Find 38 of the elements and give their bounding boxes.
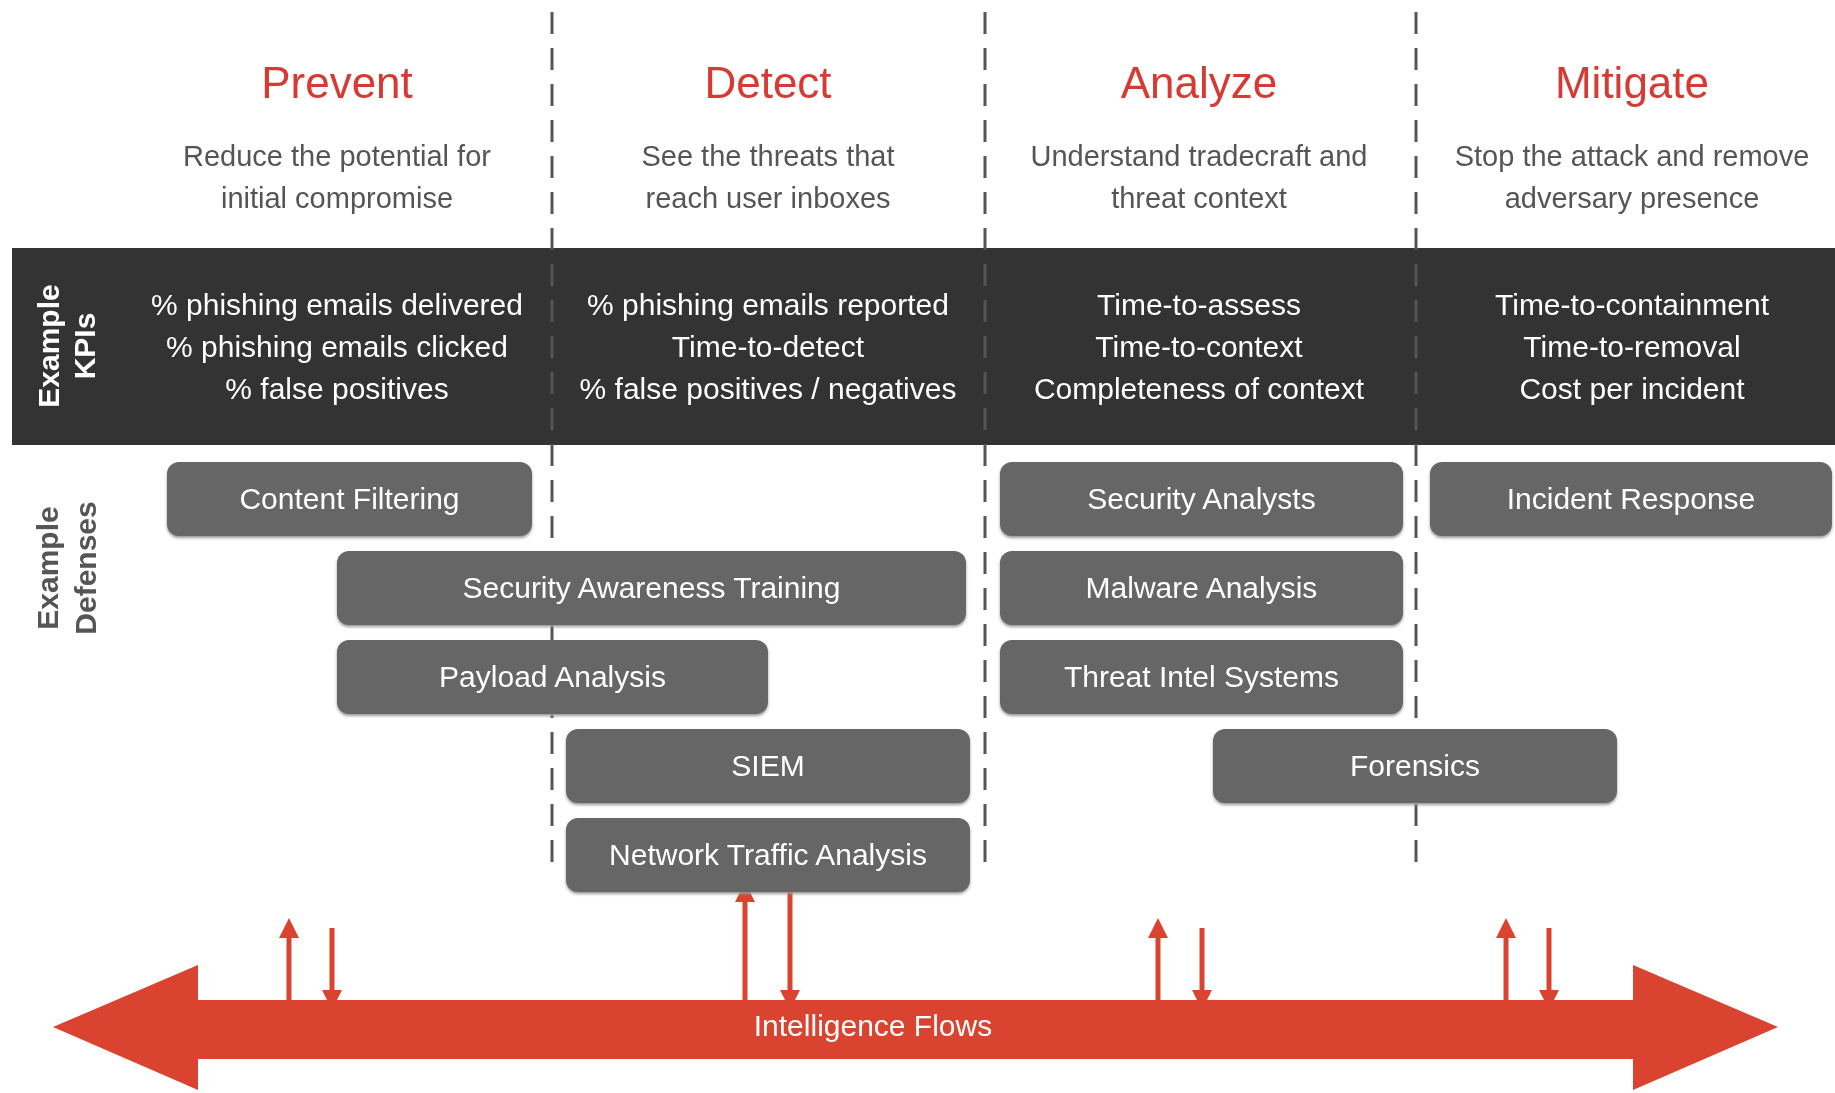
column-heading: Analyze bbox=[1119, 58, 1279, 108]
kpi-text: Time-to-detect bbox=[670, 330, 866, 364]
arrow bbox=[1148, 918, 1168, 1000]
kpi-text: Cost per incident bbox=[1518, 372, 1746, 406]
column-heading: Mitigate bbox=[1553, 58, 1711, 108]
defense-box: Content Filtering bbox=[167, 462, 532, 536]
kpi-band bbox=[12, 248, 1835, 445]
column-heading: Prevent bbox=[260, 58, 414, 108]
defense-box: Payload Analysis bbox=[337, 640, 768, 714]
kpi-text: % phishing emails delivered bbox=[150, 288, 524, 322]
column-description: Understand tradecraft and threat context bbox=[1029, 139, 1369, 216]
kpi-text: Time-to-context bbox=[1094, 330, 1304, 364]
row-label: Example Defenses bbox=[30, 500, 103, 637]
kpi-text: Time-to-removal bbox=[1522, 330, 1742, 364]
defense-box: Network Traffic Analysis bbox=[566, 818, 970, 892]
kpi-text: % phishing emails reported bbox=[586, 288, 950, 322]
column-description: Reduce the potential for initial compromise bbox=[182, 139, 492, 216]
column-heading: Detect bbox=[703, 58, 833, 108]
kpi-text: % phishing emails clicked bbox=[165, 330, 509, 364]
defense-box: Incident Response bbox=[1430, 462, 1832, 536]
kpi-text: % false positives bbox=[224, 372, 450, 406]
defense-box: SIEM bbox=[566, 729, 970, 803]
arrow-label: Intelligence Flows bbox=[752, 1009, 994, 1043]
defense-box: Security Awareness Training bbox=[337, 551, 966, 625]
row-label: Example KPIs bbox=[31, 283, 102, 410]
defense-box: Malware Analysis bbox=[1000, 551, 1403, 625]
double-arrow bbox=[53, 965, 1778, 1090]
kpi-text: Time-to-assess bbox=[1096, 288, 1302, 322]
defense-box: Security Analysts bbox=[1000, 462, 1403, 536]
column-description: Stop the attack and remove adversary presence bbox=[1453, 139, 1811, 216]
column-description: See the threats that reach user inboxes bbox=[640, 139, 896, 216]
arrow bbox=[279, 918, 299, 1000]
kpi-text: Time-to-containment bbox=[1494, 288, 1770, 322]
defense-box: Forensics bbox=[1213, 729, 1617, 803]
kpi-text: Completeness of context bbox=[1032, 372, 1366, 406]
arrow bbox=[1496, 918, 1516, 1000]
defense-box: Threat Intel Systems bbox=[1000, 640, 1403, 714]
kpi-text: % false positives / negatives bbox=[578, 372, 958, 406]
